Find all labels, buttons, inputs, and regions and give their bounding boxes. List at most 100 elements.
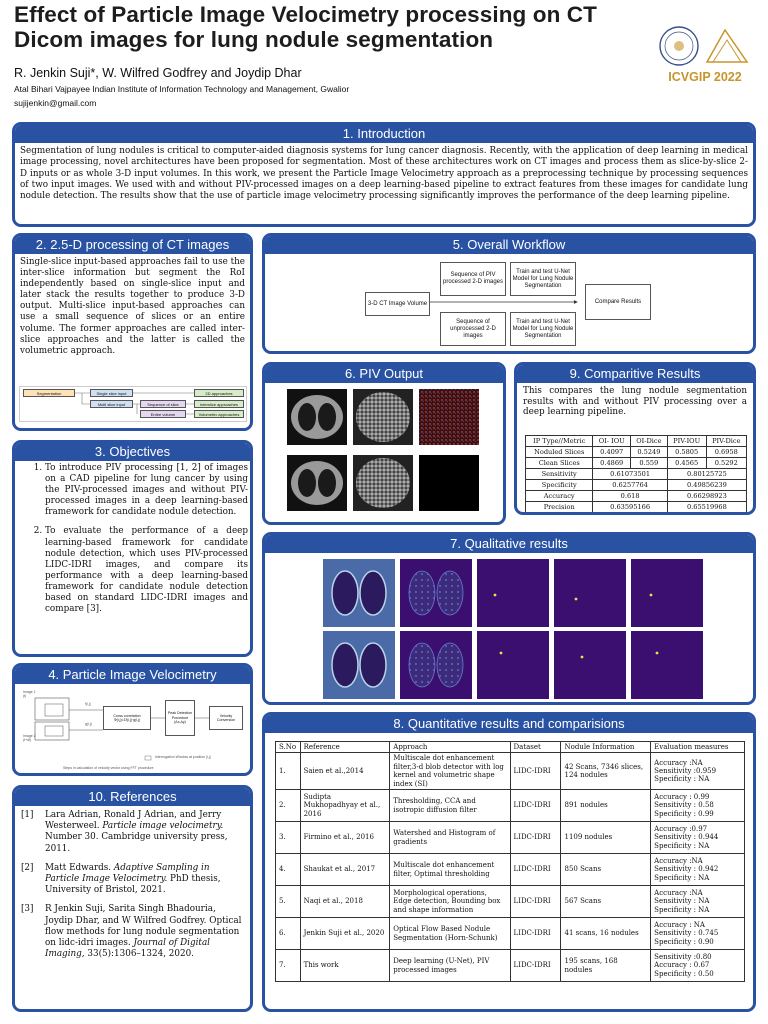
references-heading: 10. References <box>15 788 250 806</box>
g-label: g(i,j) <box>85 722 92 726</box>
nodule-prediction-image <box>554 559 626 627</box>
table-cell: 195 scans, 168 nodules <box>560 949 652 983</box>
piv-output-heading: 6. PIV Output <box>265 365 503 383</box>
intro-heading: 1. Introduction <box>15 125 753 143</box>
reference-authors: R Jenkin Suji, Sarita Singh Bhadouria, J… <box>45 904 242 949</box>
table-cell: Specificity <box>524 479 594 491</box>
table-cell: LIDC-IDRI <box>509 789 562 823</box>
table-cell: LIDC-IDRI <box>509 853 562 887</box>
column-header: S.No <box>275 740 301 754</box>
window-label: Interrogation Window at position (i,j) <box>155 755 211 759</box>
reference-number: [2] <box>21 862 34 873</box>
node-2d: 2D approaches <box>194 389 244 397</box>
qualitative-heading: 7. Qualitative results <box>265 535 753 553</box>
table-cell: Sensitivity <box>524 468 594 480</box>
table-cell: Jenkin Suji et al., 2020 <box>299 917 391 951</box>
ct-slice-image <box>323 631 395 699</box>
heatmap-image <box>419 389 479 445</box>
piv-output-images <box>285 387 485 522</box>
image1-label: Image 1 (t) <box>23 690 36 698</box>
nodule-marker <box>499 651 503 655</box>
section2-heading: 2. 2.5-D processing of CT images <box>15 236 250 254</box>
reference-item: [1]Lara Adrian, Ronald J Adrian, and Jer… <box>21 810 244 855</box>
table-cell: 0.63595166 <box>592 501 668 512</box>
column-header: PIV-IOU <box>666 435 707 447</box>
reference-text: R Jenkin Suji, Sarita Singh Bhadouria, J… <box>45 904 244 960</box>
nodule-marker <box>493 593 497 597</box>
piv-diagram: Image 1 (t) Image 2 (t+dt) f(i,j) g(i,j)… <box>23 690 247 772</box>
references-panel: 10. References [1]Lara Adrian, Ronald J … <box>12 785 253 1012</box>
node-multi-slice: Multi slice input <box>90 400 133 408</box>
table-cell: 0.80125725 <box>666 468 748 480</box>
reference-text: Lara Adrian, Ronald J Adrian, and Jerry … <box>45 810 244 855</box>
table-cell: Watershed and Histogram of gradients <box>389 821 511 855</box>
table-cell: 5. <box>275 885 301 919</box>
table-cell: Accuracy : 0.99 Sensitivity : 0.58 Speci… <box>650 789 745 823</box>
qualitative-grid <box>323 559 703 699</box>
logo-text: ICVGIP 2022 <box>668 70 742 84</box>
table-cell: 2. <box>275 789 301 823</box>
table-cell: 0.4565 <box>666 457 707 469</box>
diagram-connectors <box>75 392 194 415</box>
email: sujijenkin@gmail.com <box>14 98 97 108</box>
section2-text: Single-slice input-based approaches fail… <box>20 257 246 356</box>
table-cell: LIDC-IDRI <box>509 917 562 951</box>
piv-output-grid <box>287 389 479 511</box>
table-cell: Accuracy <box>524 490 594 502</box>
table-cell: This work <box>299 949 391 983</box>
nodule-prediction-image <box>631 559 703 627</box>
table-cell: Sudipta Mukhopadhyay et al., 2016 <box>299 789 391 823</box>
piv-heading: 4. Particle Image Velocimetry <box>15 666 250 684</box>
workflow-heading: 5. Overall Workflow <box>265 236 753 254</box>
reference-title: Adaptive Sampling in Particle Image Velo… <box>45 862 210 885</box>
table-cell: Deep learning (U-Net), PIV processed ima… <box>389 949 511 983</box>
table-cell: 567 Scans <box>560 885 652 919</box>
reference-text: Matt Edwards. Adaptive Sampling in Parti… <box>45 863 244 897</box>
piv-output-panel: 6. PIV Output <box>262 362 506 525</box>
table-cell: Multiscale dot enhancement filter, Optim… <box>389 853 511 887</box>
node-sequence: Sequence of slice <box>140 400 186 408</box>
table-cell: 0.6958 <box>705 446 748 458</box>
table-cell: 7. <box>275 949 301 983</box>
table-cell: Precision <box>524 501 594 512</box>
intro-text: Segmentation of lung nodules is critical… <box>20 146 748 202</box>
quantitative-panel: 8. Quantitative results and comparisions… <box>262 712 756 1012</box>
workflow-train1-box: Train and test U-Net Model for Lung Nodu… <box>510 262 576 296</box>
table-cell: 3. <box>275 821 301 855</box>
node-segmentation: Segmentation <box>23 389 75 397</box>
table-cell: 0.66298923 <box>666 490 748 502</box>
objectives-list: To introduce PIV processing [1, 2] of im… <box>33 461 250 615</box>
table-cell: Thresholding, CCA and isotropic diffusio… <box>389 789 511 823</box>
table-cell: 0.4097 <box>592 446 631 458</box>
workflow-piv-seq-box: Sequence of PIV processed 2-D images <box>440 262 506 296</box>
column-header: Reference <box>299 740 391 754</box>
column-header: Dataset <box>509 740 562 754</box>
objective-item: To introduce PIV processing [1, 2] of im… <box>45 463 248 518</box>
conference-logo: ICVGIP 2022 <box>655 22 755 92</box>
column-header: OI-Dice <box>629 435 668 447</box>
table-cell: 1. <box>275 752 301 791</box>
table-cell: 0.5805 <box>666 446 707 458</box>
piv-noise-image <box>353 455 413 511</box>
node-entire: Entire volume <box>140 410 186 418</box>
velocity-conversion-box: Velocity Conversion <box>209 706 243 730</box>
affiliation: Atal Bihari Vajpayee Indian Institute of… <box>14 84 350 94</box>
lung-ct-image <box>287 389 347 445</box>
section2-panel: 2. 2.5-D processing of CT images Single-… <box>12 233 253 431</box>
column-header: OI- IOU <box>592 435 631 447</box>
authors: R. Jenkin Suji*, W. Wilfred Godfrey and … <box>14 66 302 80</box>
table-cell: 0.4869 <box>592 457 631 469</box>
column-header: Approach <box>389 740 511 754</box>
table-cell: 891 nodules <box>560 789 652 823</box>
cross-correlation-box: Cross correlation Φ(i,j)=Σf(i,j)·g(i,j) <box>103 706 151 730</box>
reference-number: [3] <box>21 904 34 915</box>
table-cell: Morphological operations, Edge detection… <box>389 885 511 919</box>
node-volumetric: Volumetric approaches <box>194 410 244 418</box>
ct-slice-image <box>323 559 395 627</box>
nodule-marker <box>574 597 578 601</box>
reference-details: 33(5):1306–1324, 2020. <box>84 949 194 960</box>
